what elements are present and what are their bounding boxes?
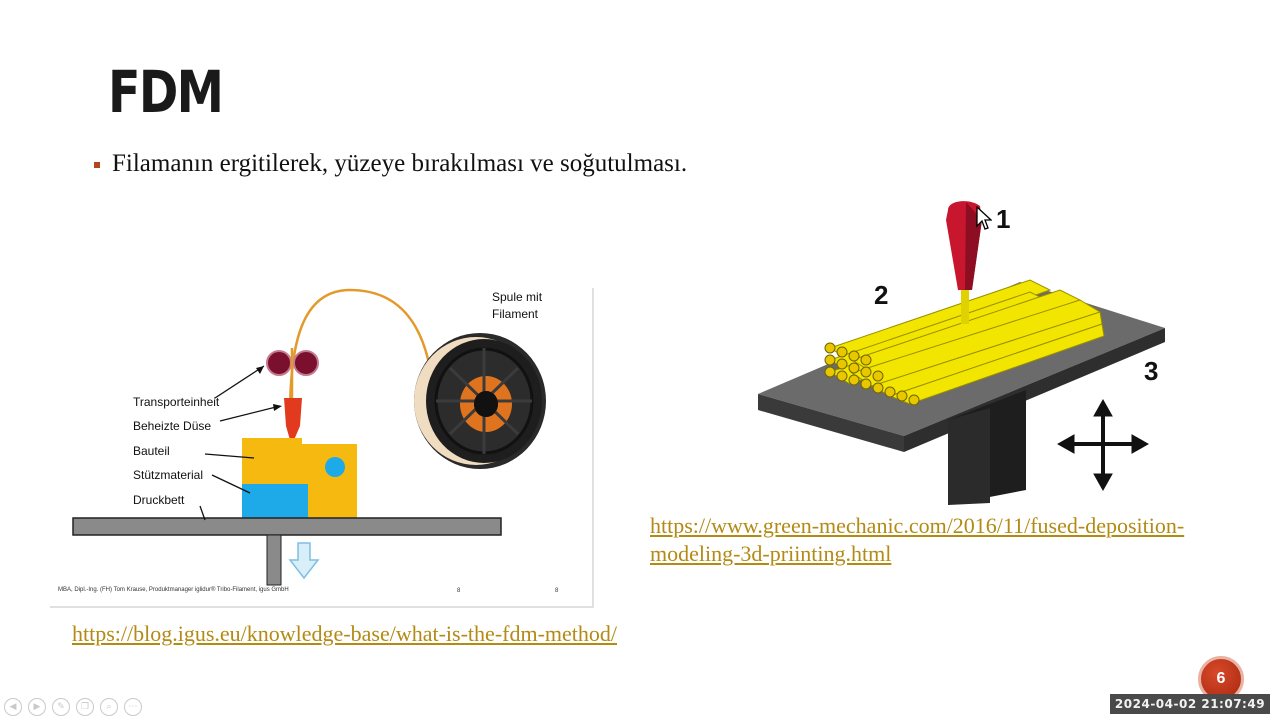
source-link-igus[interactable]: https://blog.igus.eu/knowledge-base/what… xyxy=(72,621,618,646)
down-arrow xyxy=(288,542,320,580)
source-link-green-mechanic[interactable]: https://www.green-mechanic.com/2016/11/f… xyxy=(650,513,1185,566)
bullet-item: Filamanın ergitilerek, yüzeye bırakılmas… xyxy=(94,150,687,178)
movement-arrows-icon xyxy=(1056,398,1150,492)
diagram-page-b: 8 xyxy=(555,588,559,594)
label-nozzle: Beheizte Düse xyxy=(133,419,212,433)
label-transport: Transporteinheit xyxy=(133,395,220,409)
bullet-text: Filamanın ergitilerek, yüzeye bırakılmas… xyxy=(112,150,688,177)
recording-timestamp: 2024-04-02 21:07:49 xyxy=(1110,694,1270,714)
mouse-cursor-icon xyxy=(976,206,992,230)
diagram-footer: MBA, Dipl.-Ing. (FH) Tom Krause, Produkt… xyxy=(58,587,289,593)
support-block xyxy=(242,484,308,518)
zoom-icon[interactable]: ⌕ xyxy=(100,698,118,716)
slideshow-controls: ◀ ▶ ✎ ❐ ⌕ ⋯ xyxy=(4,698,142,716)
label-number-3: 3 xyxy=(1144,356,1159,386)
copy-icon[interactable]: ❐ xyxy=(76,698,94,716)
label-number-2: 2 xyxy=(874,280,889,310)
label-bed: Druckbett xyxy=(133,493,185,507)
bullet-marker xyxy=(94,162,100,168)
rod-ends xyxy=(824,342,920,406)
slide-title: FDM xyxy=(108,58,224,126)
filament-spool xyxy=(414,333,546,469)
pen-icon[interactable]: ✎ xyxy=(52,698,70,716)
label-number-1: 1 xyxy=(996,204,1011,234)
print-bed xyxy=(72,517,502,536)
fdm-diagram-igus: Spule mit Filament Transporteinheit Behe… xyxy=(50,288,594,608)
label-part: Bauteil xyxy=(133,444,170,458)
label-spool-filament: Filament xyxy=(492,307,539,321)
label-support: Stützmaterial xyxy=(133,468,204,482)
transport-roller-left xyxy=(266,350,292,376)
prev-icon[interactable]: ◀ xyxy=(4,698,22,716)
heated-nozzle xyxy=(284,398,302,440)
more-icon[interactable]: ⋯ xyxy=(124,698,142,716)
fdm-diagram-3d: 1 2 3 xyxy=(740,190,1180,510)
play-icon[interactable]: ▶ xyxy=(28,698,46,716)
transport-roller-right xyxy=(293,350,319,376)
label-spool: Spule mit xyxy=(492,290,543,304)
diagram-page-a: 8 xyxy=(457,588,461,594)
